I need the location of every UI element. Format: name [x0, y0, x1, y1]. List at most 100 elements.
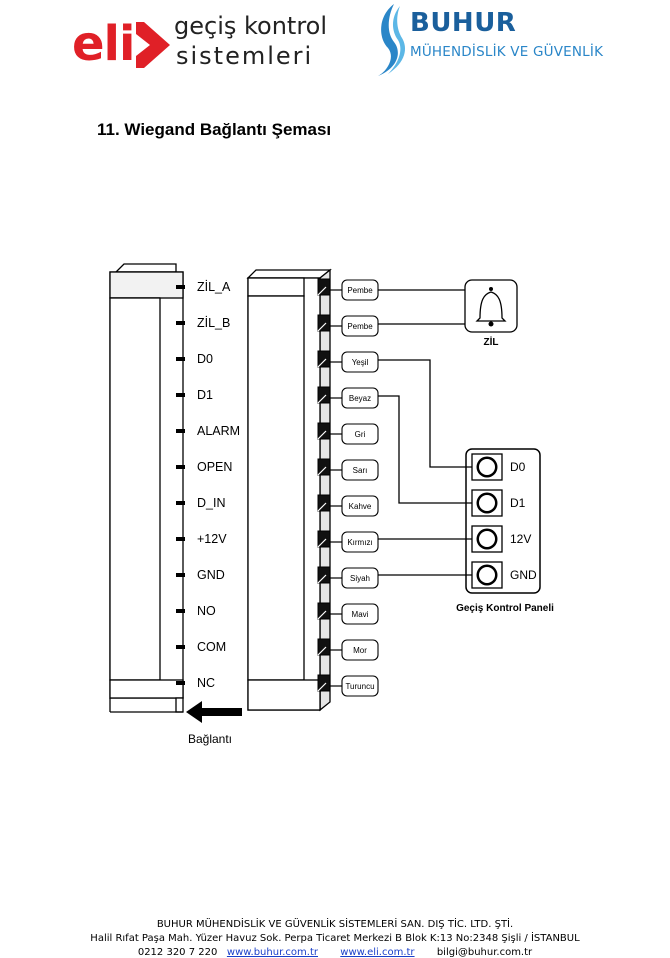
buhur-logo-emblem-icon [378, 4, 406, 76]
wire-tag: Yeşil [341, 351, 379, 373]
eli-logo-arrow-icon [136, 22, 170, 68]
wire-tag-label: Siyah [350, 574, 370, 583]
panel-terminal: D1 [471, 489, 526, 517]
footer-website-buhur[interactable]: www.buhur.com.tr [226, 947, 319, 958]
plug-pin [317, 494, 331, 512]
wire-tag: Turuncu [341, 675, 379, 697]
socket-pin-stub [176, 321, 185, 325]
wire-tag: Pembe [341, 315, 379, 337]
socket-pin-stub [176, 645, 185, 649]
bell-device: ZİL [464, 279, 518, 348]
wire-tag-label: Kırmızı [347, 538, 372, 547]
wire-color-tags: PembePembeYeşilBeyazGriSarıKahveKırmızıS… [341, 279, 379, 697]
wire-tag-label: Sarı [353, 466, 368, 475]
panel-label: Geçiş Kontrol Paneli [456, 603, 554, 614]
terminal-label: ZİL_A [197, 280, 231, 294]
wire-tag-label: Beyaz [349, 394, 371, 403]
terminal-label: D_IN [197, 496, 225, 510]
panel-terminal: D0 [471, 453, 526, 481]
footer-website-eli[interactable]: www.eli.com.tr [340, 947, 415, 958]
terminal-label: COM [197, 640, 226, 654]
terminal-label: NC [197, 676, 215, 690]
eli-logo-line1: geçiş kontrol [174, 12, 328, 40]
socket-pin-stub [176, 537, 185, 541]
terminal-label: NO [197, 604, 216, 618]
access-control-panel [465, 448, 541, 594]
panel-terminal-label: 12V [510, 532, 531, 546]
wire-plug-block [246, 268, 332, 712]
wire-tag: Kahve [341, 495, 379, 517]
wire-tag-label: Turuncu [345, 682, 374, 691]
terminal-label: D1 [197, 388, 213, 402]
wire-tag-label: Yeşil [352, 358, 369, 367]
wire-tag: Pembe [341, 279, 379, 301]
footer-company: BUHUR MÜHENDİSLİK VE GÜVENLİK SİSTEMLERİ… [156, 919, 514, 930]
buhur-logo-subtitle: MÜHENDİSLİK VE GÜVENLİK [410, 44, 604, 60]
plug-pin [317, 314, 331, 332]
panel-terminal: 12V [471, 525, 531, 553]
footer-contact: 0212 320 7 220 www.buhur.com.tr www.eli.… [0, 947, 670, 958]
connection-arrow-icon [186, 701, 242, 723]
wire-tag-label: Gri [355, 430, 366, 439]
buhur-logo: BUHUR MÜHENDİSLİK VE GÜVENLİK [372, 0, 604, 80]
terminal-label: ZİL_B [197, 316, 230, 330]
wire-tag-label: Pembe [347, 322, 373, 331]
socket-pin-stub [176, 681, 185, 685]
panel-terminal-label: D1 [510, 496, 526, 510]
eli-logo-word: eli [72, 16, 135, 72]
device-connector-socket [109, 263, 184, 713]
socket-pin-stub [176, 357, 185, 361]
wire-tag: Siyah [341, 567, 379, 589]
section-title: 11. Wiegand Bağlantı Şeması [97, 120, 332, 139]
wire-tag-label: Kahve [349, 502, 372, 511]
plug-pin [317, 530, 331, 548]
panel-terminal: GND [471, 561, 537, 589]
wire-tag-label: Mavi [352, 610, 369, 619]
plug-pin [317, 638, 331, 656]
socket-pin-stub [176, 285, 185, 289]
socket-pin-stub [176, 501, 185, 505]
bell-icon [475, 291, 507, 322]
plug-pin [317, 386, 331, 404]
buhur-logo-name: BUHUR [410, 8, 517, 38]
wire-tag: Beyaz [341, 387, 379, 409]
socket-pin-stubs [176, 285, 185, 685]
plug-pin [317, 422, 331, 440]
plug-pins [317, 278, 342, 692]
bell-label: ZİL [484, 335, 499, 348]
wire-tag: Gri [341, 423, 379, 445]
plug-pin [317, 278, 331, 296]
footer-email: bilgi@buhur.com.tr [436, 947, 533, 958]
terminal-label: OPEN [197, 460, 232, 474]
socket-pin-stub [176, 429, 185, 433]
plug-pin [317, 458, 331, 476]
socket-pin-stub [176, 573, 185, 577]
wire-d1 [378, 395, 472, 504]
wire-tag: Sarı [341, 459, 379, 481]
panel-terminal-label: D0 [510, 460, 526, 474]
terminal-label: D0 [197, 352, 213, 366]
footer-address: Halil Rıfat Paşa Mah. Yüzer Havuz Sok. P… [90, 933, 580, 944]
wire-tag: Mavi [341, 603, 379, 625]
plug-pin [317, 566, 331, 584]
wire-tag: Mor [341, 639, 379, 661]
socket-pin-stub [176, 465, 185, 469]
panel-terminal-label: GND [510, 568, 537, 582]
terminal-label: GND [197, 568, 225, 582]
eli-logo: eli geçiş kontrol sistemleri [72, 8, 327, 76]
terminal-label: +12V [197, 532, 227, 546]
eli-logo-line2: sistemleri [176, 42, 314, 70]
wire-tag-label: Mor [353, 646, 367, 655]
terminal-label: ALARM [197, 424, 240, 438]
socket-pin-stub [176, 609, 185, 613]
footer-phone: 0212 320 7 220 [137, 947, 218, 958]
plug-pin [317, 350, 331, 368]
plug-pin [317, 674, 331, 692]
wire-d0 [378, 359, 472, 468]
arrow-label: Bağlantı [188, 732, 232, 746]
socket-pin-stub [176, 393, 185, 397]
wires [378, 289, 472, 576]
